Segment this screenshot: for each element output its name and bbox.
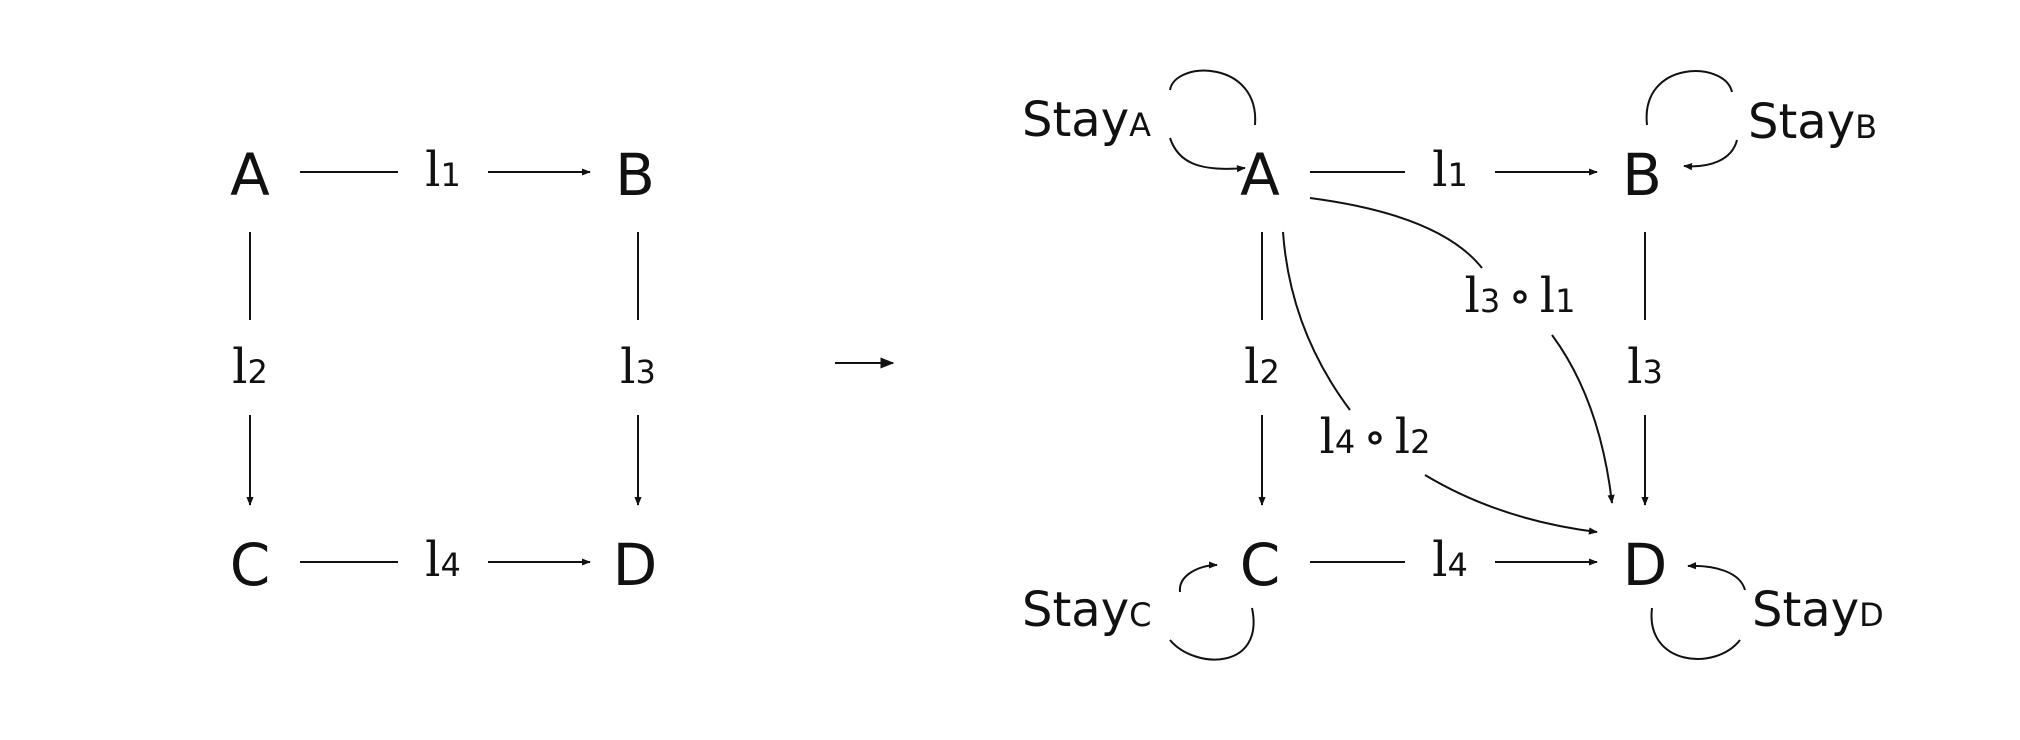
stay-c-label: StayC <box>1022 582 1151 638</box>
composition-lower-curve-end <box>1424 474 1598 535</box>
composition-upper-label: l3∘l1 <box>1465 268 1576 324</box>
right-node-b: B <box>1622 141 1662 209</box>
stay-b-loop-top <box>1645 70 1733 126</box>
left-edge-right-label: l3 <box>620 339 656 395</box>
stay-d-loop-bottom <box>1650 607 1741 660</box>
stay-a-loop-top <box>1169 69 1257 126</box>
composition-lower-curve-start <box>1282 231 1351 411</box>
stay-a-loop-arrow <box>1169 137 1246 173</box>
stay-d-label: StayD <box>1752 582 1884 638</box>
left-node-d: D <box>613 531 658 599</box>
stay-c-loop-arrow <box>1178 561 1218 593</box>
composition-lower-label: l4∘l2 <box>1320 409 1431 465</box>
left-edge-left-label: l2 <box>232 339 268 395</box>
left-node-b: B <box>615 141 655 209</box>
right-edge-bottom-label: l4 <box>1432 532 1468 588</box>
right-diagram: A B C D l1 l4 l2 l3 l3∘l1 l4∘l2 StayA <box>1022 69 1884 661</box>
right-edge-right-label: l3 <box>1627 339 1663 395</box>
right-edge-top-label: l1 <box>1432 142 1468 198</box>
stay-d-loop-arrow <box>1687 562 1746 591</box>
stay-c-loop-bottom <box>1169 607 1255 661</box>
composition-upper-curve-start <box>1309 197 1483 269</box>
right-node-c: C <box>1240 531 1281 599</box>
left-edge-bottom-label: l4 <box>425 532 461 588</box>
stay-b-loop-arrow <box>1683 139 1738 171</box>
stay-a-label: StayA <box>1022 92 1151 148</box>
right-node-a: A <box>1240 141 1280 209</box>
right-node-d: D <box>1623 531 1668 599</box>
right-edge-left-label: l2 <box>1244 339 1280 395</box>
left-node-c: C <box>230 531 271 599</box>
left-node-a: A <box>230 141 270 209</box>
stay-b-label: StayB <box>1748 94 1877 150</box>
composition-upper-curve-end <box>1551 334 1615 504</box>
left-edge-top-label: l1 <box>425 142 461 198</box>
left-diagram: A B C D l1 l4 l2 l3 <box>230 141 658 599</box>
